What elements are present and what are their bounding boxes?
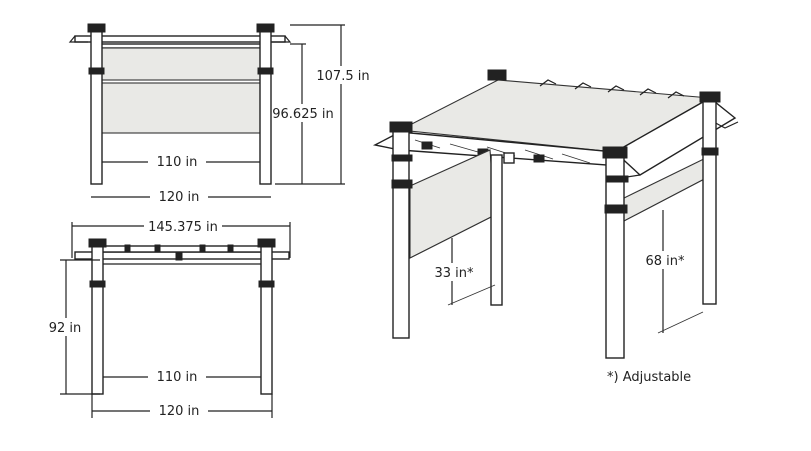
cap-front-left — [389, 121, 413, 133]
front-shade-height-label: 96.625 in — [272, 107, 333, 122]
side-left-post — [91, 243, 104, 395]
front-shade-upper — [99, 47, 263, 81]
adjustable-note: *) Adjustable — [607, 370, 691, 385]
side-right-post-cap — [257, 238, 276, 248]
front-right-collar — [257, 67, 274, 75]
cap-back-right — [699, 91, 721, 103]
side-left-post-cap — [88, 238, 107, 248]
cap-front-right — [602, 146, 628, 159]
under-rafters — [414, 139, 591, 164]
front-inner-width-label: 110 in — [157, 155, 198, 170]
front-shade-height-3d-label: 68 in* — [645, 254, 685, 269]
side-beam-length-label: 145.375 in — [148, 220, 218, 235]
front-right-bracket — [272, 35, 292, 43]
front-view: 110 in 120 in 107.5 in 96.625 in — [68, 23, 370, 205]
front-left-post — [90, 27, 103, 185]
front-top-beam — [74, 35, 286, 43]
side-inner-width-label: 110 in — [157, 370, 198, 385]
perspective-view: 33 in* 68 in* *) Adjustable — [372, 69, 739, 385]
front-second-beam — [99, 43, 263, 49]
front-left-post-cap — [87, 23, 106, 33]
front-shade-lower — [99, 82, 263, 134]
front-left-collar — [88, 67, 105, 75]
left-shade-height-label: 33 in* — [434, 266, 474, 281]
side-outer-width-label: 120 in — [159, 404, 200, 419]
front-left-bracket — [68, 35, 88, 43]
front-total-height-label: 107.5 in — [316, 69, 369, 84]
back-left-post-3d — [490, 154, 503, 306]
back-right-post-3d — [702, 97, 717, 305]
roof-rafters — [539, 79, 685, 99]
side-post-height-label: 92 in — [49, 321, 82, 336]
front-outer-width-label: 120 in — [159, 190, 200, 205]
front-right-post — [259, 27, 272, 185]
cap-back-left — [487, 69, 507, 81]
front-right-post-cap — [256, 23, 275, 33]
side-right-post — [260, 243, 273, 395]
side-view: 145.375 in 92 in 110 in 120 in — [45, 217, 291, 419]
